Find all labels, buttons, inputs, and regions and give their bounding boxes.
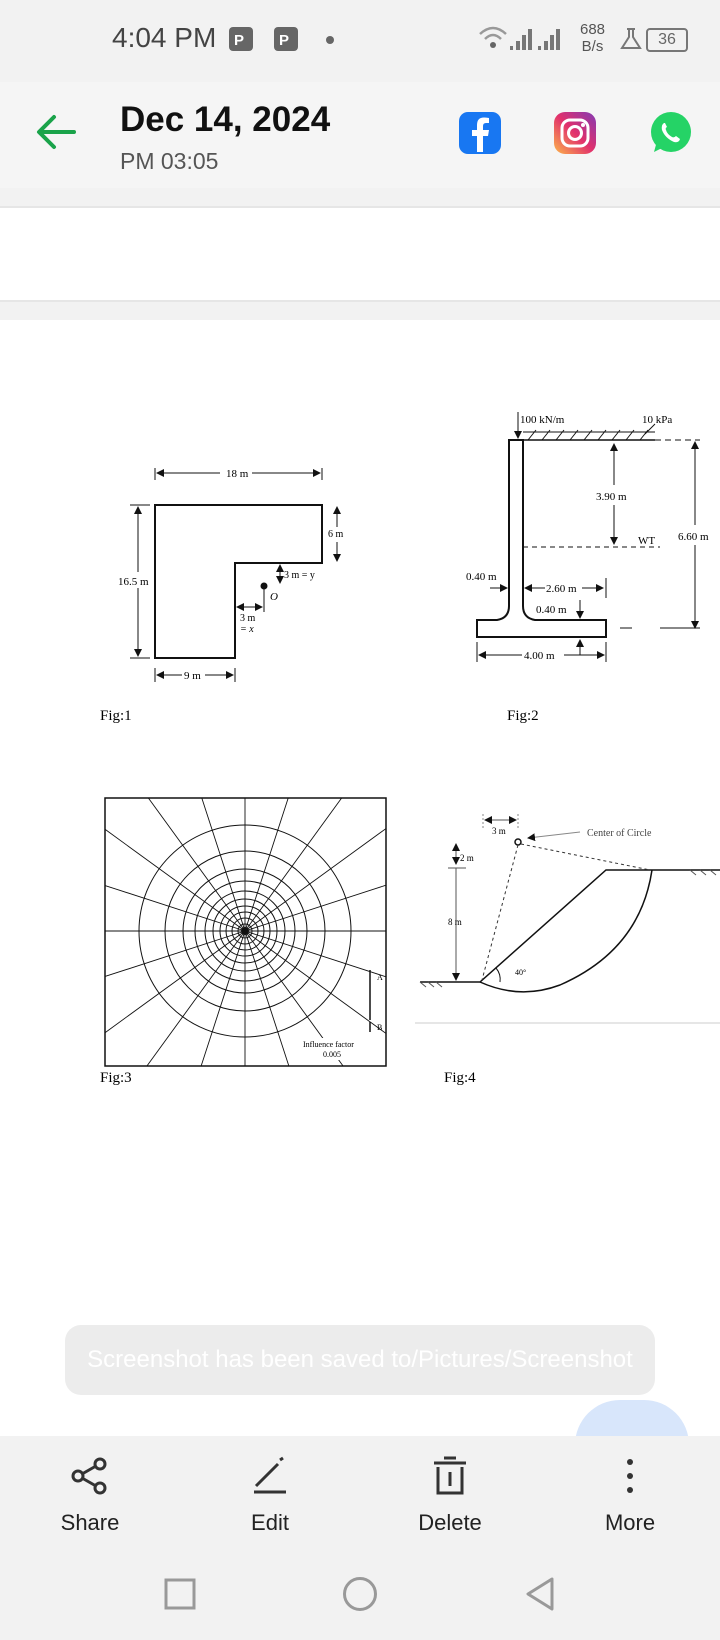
fig1-caption: Fig:1 xyxy=(100,708,132,724)
fig3-influence-value: 0.005 xyxy=(323,1050,341,1059)
more-button[interactable]: More xyxy=(560,1436,700,1546)
fig4-center-point xyxy=(514,838,522,846)
fig3-radial-line xyxy=(244,930,387,978)
fig4-dim-8m: 8 m xyxy=(448,917,462,927)
screenshot-image: 18 m 6 m 16.5 m 9 m 3 m = y O 3 m = x Fi… xyxy=(0,320,720,1440)
delete-button[interactable]: Delete xyxy=(380,1436,520,1546)
home-icon[interactable] xyxy=(342,1576,378,1617)
delete-label: Delete xyxy=(418,1510,482,1535)
fig2-dim-660: 6.60 m xyxy=(678,531,709,543)
fig3-influence-chart: A B Influence factor 0.005 Fig:3 xyxy=(100,797,387,1086)
fig3-label-b: B xyxy=(377,1023,382,1032)
fig3-radial-line xyxy=(244,797,289,932)
edit-pen-icon xyxy=(254,1456,286,1494)
svg-text:P: P xyxy=(279,32,289,49)
fig1-dim-right: 6 m xyxy=(328,529,344,540)
fig3-radial-line xyxy=(104,828,246,932)
fig1-point-label: O xyxy=(270,591,278,603)
fig3-radial-line xyxy=(244,930,387,1034)
screenshot-date: Dec 14, 2024 xyxy=(120,100,331,139)
fig2-retaining-wall-diagram: 100 kN/m 10 kPa 3.90 m WT 6.60 m 0.40 m … xyxy=(466,412,709,724)
fig4-center-label: Center of Circle xyxy=(587,828,652,839)
back-arrow-icon[interactable] xyxy=(34,112,78,157)
fig4-slope-stability-diagram: Center of Circle 3 m 2 m 8 m 40° Fig:4 xyxy=(415,814,720,1086)
fig3-radial-line xyxy=(104,930,246,977)
instagram-icon[interactable] xyxy=(554,112,596,159)
network-speed-unit: B/s xyxy=(581,38,604,55)
fig2-water-table: WT xyxy=(638,535,655,547)
more-vertical-icon xyxy=(627,1459,633,1493)
fig2-load-line: 100 kN/m xyxy=(520,414,565,426)
system-nav-bar xyxy=(0,1556,720,1640)
fig1-l-shape-diagram: 18 m 6 m 16.5 m 9 m 3 m = y O 3 m = x Fi… xyxy=(100,468,344,724)
fig3-radial-line xyxy=(104,930,246,1034)
fig3-radial-line xyxy=(104,885,246,932)
fig4-caption: Fig:4 xyxy=(444,1070,476,1086)
fig1-dim-top: 18 m xyxy=(226,468,249,480)
edit-label: Edit xyxy=(251,1510,289,1535)
fig3-radial-line xyxy=(148,797,246,932)
wifi-icon xyxy=(478,24,508,55)
fig1-dim-x-1: 3 m xyxy=(240,613,256,624)
fig1-dim-left: 16.5 m xyxy=(118,576,149,588)
screenshot-time: PM 03:05 xyxy=(120,148,219,174)
whatsapp-icon[interactable] xyxy=(648,110,694,161)
fig4-dim-3m: 3 m xyxy=(492,826,506,836)
fig3-radial-line xyxy=(244,884,387,932)
fig2-dim-390: 3.90 m xyxy=(596,491,627,503)
toast-message: Screenshot has been saved to/Pictures/Sc… xyxy=(65,1325,655,1395)
app-notification-icon-2: P xyxy=(273,26,299,58)
share-label: Share xyxy=(60,1510,120,1535)
app-notification-icon: P xyxy=(228,26,254,58)
blank-banner xyxy=(0,206,720,302)
fig3-radial-line xyxy=(244,828,387,932)
fig3-radial-line xyxy=(244,930,290,1067)
lab-flask-icon xyxy=(620,27,642,56)
share-button[interactable]: Share xyxy=(20,1436,160,1546)
battery-level: 36 xyxy=(658,31,676,48)
edit-button[interactable]: Edit xyxy=(200,1436,340,1546)
fig2-dim-400: 4.00 m xyxy=(524,650,555,662)
network-speed-value: 688 xyxy=(580,21,606,38)
share-icon xyxy=(71,1457,107,1495)
recent-apps-icon[interactable] xyxy=(164,1578,196,1615)
notification-dot-icon xyxy=(326,36,334,44)
fig3-label-a: A xyxy=(377,973,383,982)
network-speed: 688 B/s xyxy=(580,21,605,55)
fig2-load-surcharge: 10 kPa xyxy=(642,414,672,426)
fig1-point-o xyxy=(260,582,268,590)
fig3-radial-grid xyxy=(104,797,387,1067)
back-icon[interactable] xyxy=(524,1576,556,1617)
fig2-caption: Fig:2 xyxy=(507,708,539,724)
signal-icon xyxy=(510,26,574,57)
facebook-icon[interactable] xyxy=(459,112,501,159)
fig2-dim-040b: 0.40 m xyxy=(536,604,567,616)
fig3-radial-line xyxy=(146,930,246,1067)
svg-text:P: P xyxy=(234,32,244,49)
fig4-angle: 40° xyxy=(515,968,526,977)
fig3-center-point xyxy=(241,927,249,935)
figures-canvas: 18 m 6 m 16.5 m 9 m 3 m = y O 3 m = x Fi… xyxy=(100,412,720,1086)
fig2-dim-260: 2.60 m xyxy=(546,583,577,595)
fig3-radial-line xyxy=(244,797,342,932)
fig1-dim-bottom: 9 m xyxy=(184,670,201,682)
fig3-influence-label: Influence factor xyxy=(303,1040,354,1049)
fig3-radial-line xyxy=(201,797,246,932)
status-bar: 4:04 PM P P 688 B/s 36 xyxy=(0,0,720,82)
bottom-action-bar: Share Edit Delete More xyxy=(0,1436,720,1556)
status-time: 4:04 PM xyxy=(112,22,217,53)
trash-icon xyxy=(434,1456,466,1495)
fig3-caption: Fig:3 xyxy=(100,1070,132,1086)
fig3-radial-line xyxy=(200,930,246,1067)
more-label: More xyxy=(604,1510,656,1535)
fig1-dim-x-2: = x xyxy=(240,624,254,635)
fig4-dim-2m: 2 m xyxy=(460,853,474,863)
fig2-dim-040a: 0.40 m xyxy=(466,571,497,583)
battery-icon: 36 xyxy=(646,28,688,52)
fig1-dim-y: 3 m = y xyxy=(284,570,315,581)
app-header: Dec 14, 2024 PM 03:05 xyxy=(0,82,720,188)
